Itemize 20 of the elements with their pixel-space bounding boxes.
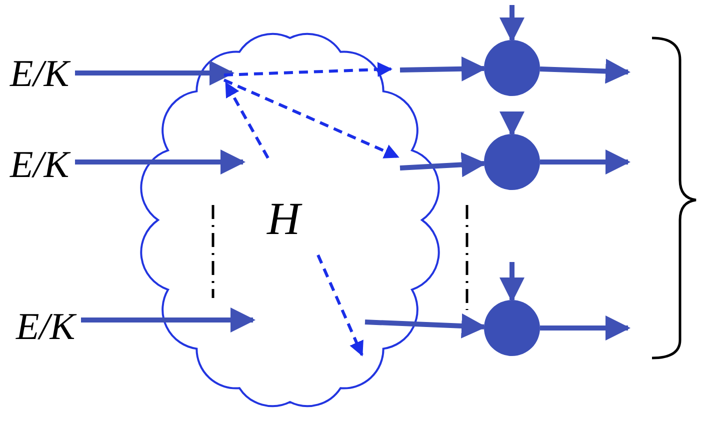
arrow [75, 150, 246, 174]
arrow [540, 58, 630, 84]
node-label: H [267, 196, 300, 242]
arrow [224, 82, 270, 159]
input-label: E/K [10, 55, 70, 93]
arrow [364, 313, 487, 338]
arrow [500, 262, 524, 302]
arrow [500, 5, 524, 42]
arrow [224, 62, 392, 77]
input-label: E/K [10, 146, 70, 184]
arrow [400, 152, 487, 178]
arrow [400, 56, 486, 82]
arrow [223, 78, 400, 158]
arrow [540, 150, 630, 174]
arrow [75, 60, 234, 86]
arrow [81, 308, 256, 332]
arrow [500, 112, 524, 136]
arrow [540, 316, 630, 340]
input-label: E/K [16, 308, 76, 346]
arrow [316, 254, 364, 356]
